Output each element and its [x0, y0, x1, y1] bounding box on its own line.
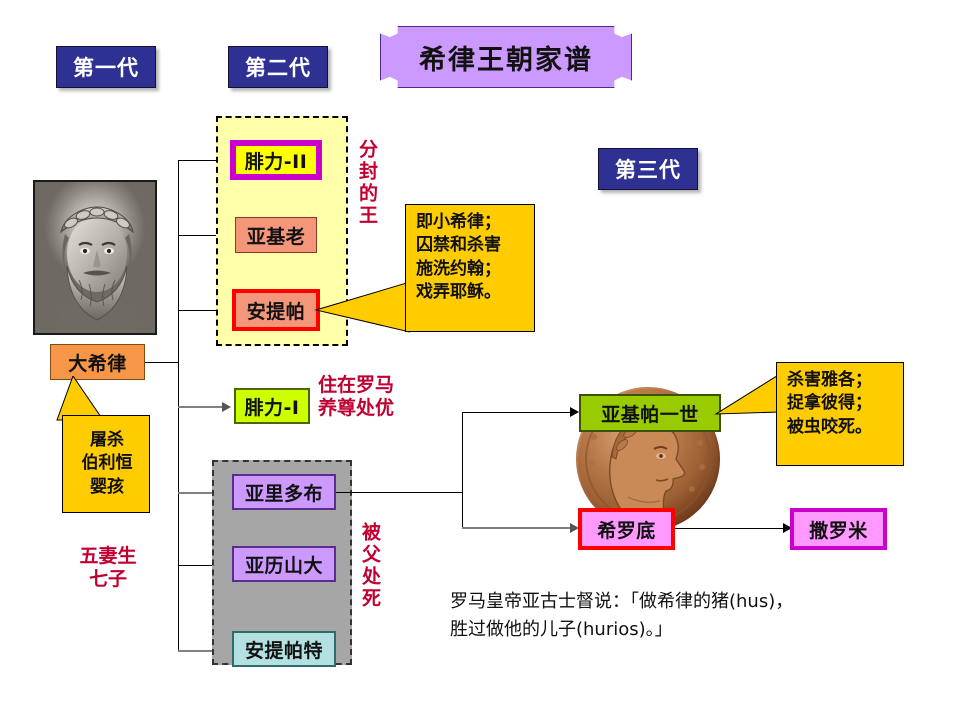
callout-bethlehem-massacre: 屠杀 伯利恒 婴孩	[62, 415, 150, 513]
node-philip-ii[interactable]: 腓力-II	[230, 140, 322, 180]
connector-to-agrippa-i	[462, 412, 574, 413]
connector-herodias-to-salome	[675, 528, 787, 529]
node-herodias[interactable]: 希罗底	[578, 508, 675, 550]
page-title: 希律王朝家谱	[380, 26, 632, 88]
connector-to-herodias	[462, 527, 574, 529]
connector-to-archelaus	[178, 235, 225, 236]
arrow-herodias	[570, 523, 579, 533]
arrow-salome	[783, 523, 792, 533]
node-philip-i[interactable]: 腓力-I	[234, 388, 310, 424]
callout-tail-antipas	[314, 281, 410, 333]
callout-agrippa-deeds: 杀害雅各； 捉拿彼得； 被虫咬死。	[776, 362, 904, 466]
connector-to-philip-ii	[178, 160, 225, 161]
connector-to-aristobulus	[178, 492, 225, 494]
label-executed-by-father: 被父处死	[359, 522, 381, 610]
note-five-wives-seven-sons: 五妻生 七子	[79, 545, 137, 591]
callout-antipas-deeds: 即小希律； 囚禁和杀害 施洗约翰； 戏弄耶稣。	[405, 204, 535, 332]
arrow-agrippa-i	[570, 407, 579, 417]
footnote-augustus-quote: 罗马皇帝亚古士督说：「做希律的猪(hus)， 胜过做他的儿子(hurios)。」	[450, 591, 794, 640]
label-client-kings: 分封的王	[356, 139, 378, 227]
connector-to-antipater	[178, 650, 225, 652]
node-alexander[interactable]: 亚历山大	[232, 546, 336, 582]
generation-label-first: 第一代	[56, 46, 156, 88]
node-agrippa-i[interactable]: 亚基帕一世	[579, 394, 721, 432]
note-philip-i-lived-in-rome: 住在罗马 养尊处优	[318, 374, 395, 420]
callout-tail-agrippa	[714, 373, 780, 415]
connector-gen3-split	[462, 412, 463, 528]
node-antipater[interactable]: 安提帕特	[232, 631, 336, 667]
connector-to-antipas	[178, 310, 225, 311]
node-herod-the-great[interactable]: 大希律	[50, 344, 145, 380]
generation-label-third: 第三代	[598, 148, 698, 190]
connector-aristobulus-out	[336, 492, 462, 493]
node-antipas[interactable]: 安提帕	[232, 289, 320, 331]
node-archelaus[interactable]: 亚基老	[235, 217, 317, 253]
herod-portrait-image	[33, 180, 157, 335]
connector-to-philip-i	[178, 406, 225, 408]
arrow-philip-i	[222, 402, 231, 412]
connector-root-out	[145, 362, 179, 363]
connector-to-alexander	[178, 565, 225, 566]
node-aristobulus[interactable]: 亚里多布	[232, 474, 336, 510]
node-salome[interactable]: 撒罗米	[790, 508, 887, 550]
generation-label-second: 第二代	[228, 46, 328, 88]
